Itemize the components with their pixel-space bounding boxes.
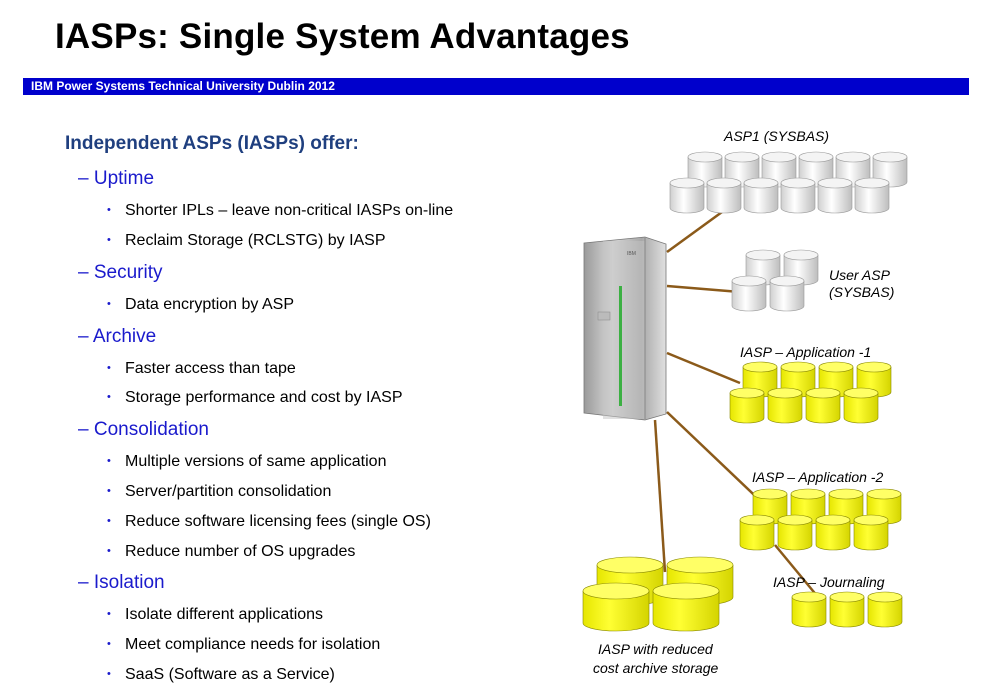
conference-banner: IBM Power Systems Technical University D…: [23, 78, 969, 95]
server-icon: [583, 236, 667, 421]
server-brand-text: IBM: [627, 251, 636, 257]
bullet-item: •Reclaim Storage (RCLSTG) by IASP: [107, 232, 386, 249]
section-heading-archive: – Archive: [78, 326, 157, 347]
iasp-journaling-disk-array: [791, 591, 903, 628]
asp1-disk-array: [669, 151, 908, 214]
bullet-item: •Reduce software licensing fees (single …: [107, 513, 431, 530]
bullet-item: •Shorter IPLs – leave non-critical IASPs…: [107, 202, 454, 219]
bullet-item: •Server/partition consolidation: [107, 483, 332, 500]
banner-text: IBM Power Systems Technical University D…: [31, 79, 335, 93]
archive-label-line2: cost archive storage: [593, 660, 719, 676]
bullet-item: •Meet compliance needs for isolation: [107, 636, 381, 653]
iasp-application-1-disk-array: [729, 361, 892, 424]
iasp-application-2-label: IASP – Application -2: [752, 469, 884, 485]
intro-heading: Independent ASPs (IASPs) offer:: [65, 133, 359, 154]
iasp-application-2-disk-array: [739, 488, 902, 551]
user-asp-disk-array: [731, 249, 819, 312]
bullet-item: •Reduce number of OS upgrades: [107, 543, 356, 560]
iasp-application-1-label: IASP – Application -1: [740, 344, 872, 360]
user-asp-label-line1: User ASP: [829, 267, 890, 283]
bullet-item: •Faster access than tape: [107, 360, 296, 377]
bullet-item: •Storage performance and cost by IASP: [107, 389, 403, 406]
bullet-item: •Multiple versions of same application: [107, 453, 387, 470]
archive-label-line1: IASP with reduced: [598, 641, 713, 657]
section-heading-security: – Security: [78, 262, 163, 283]
section-heading-uptime: – Uptime: [78, 168, 155, 189]
user-asp-label-line2: (SYSBAS): [829, 284, 895, 300]
asp1-label: ASP1 (SYSBAS): [724, 128, 830, 144]
archive-disk-array: [582, 556, 734, 632]
section-heading-isolation: – Isolation: [78, 572, 165, 593]
iasp-journaling-label: IASP – Journaling: [773, 574, 885, 590]
bullet-item: •Isolate different applications: [107, 606, 324, 623]
bullet-item: •Data encryption by ASP: [107, 296, 294, 313]
section-heading-consolidation: – Consolidation: [78, 419, 209, 440]
slide-title: IASPs: Single System Advantages: [55, 17, 630, 56]
bullet-item: •SaaS (Software as a Service): [107, 666, 335, 683]
